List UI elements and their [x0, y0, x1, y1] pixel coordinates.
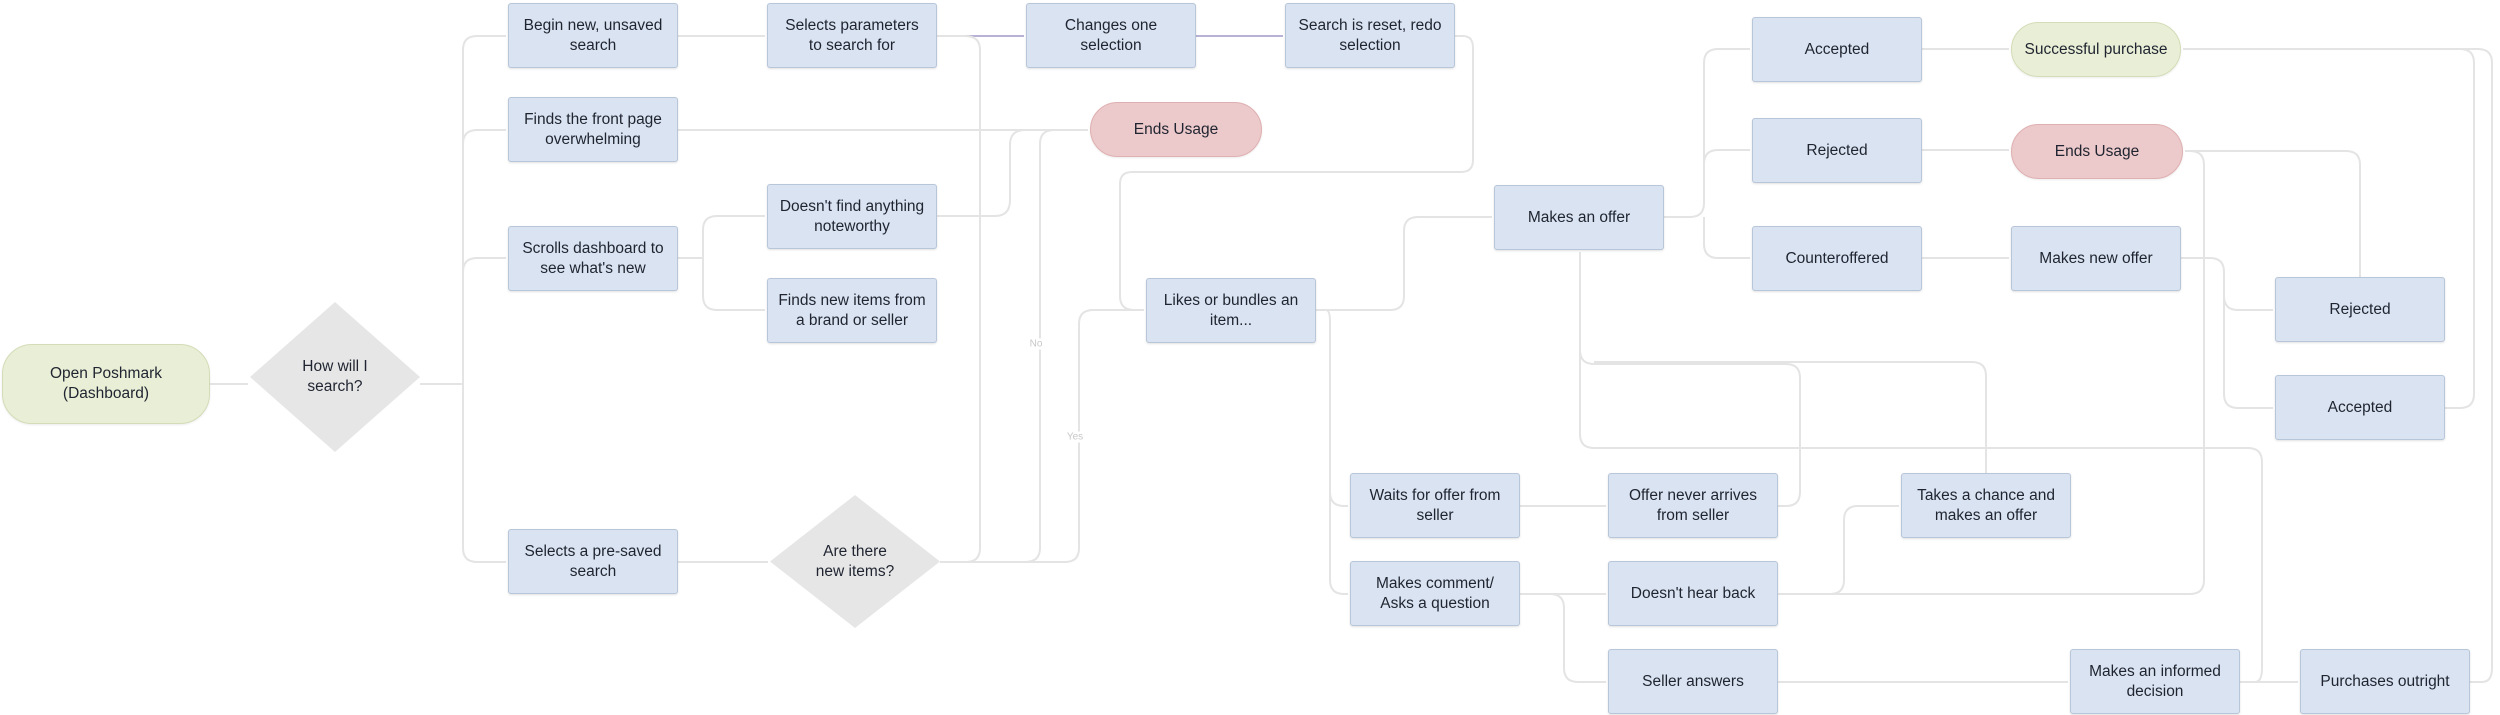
node-finds-front-page-overwhelming: Finds the front page overwhelming	[508, 97, 678, 162]
connector-4	[462, 257, 506, 384]
connector-19	[1316, 309, 1348, 507]
connector-14	[940, 129, 1088, 563]
node-likes-or-bundles: Likes or bundles an item...	[1146, 278, 1316, 343]
node-offer-accepted: Accepted	[1752, 17, 1922, 82]
connector-28	[2223, 296, 2273, 409]
terminal-ends-usage: Ends Usage	[1090, 102, 1262, 157]
connector-32	[1579, 252, 1801, 507]
connector-40	[1579, 252, 2263, 683]
connector-5	[462, 384, 506, 563]
node-makes-informed-decision: Makes an informed decision	[2070, 649, 2240, 714]
node-makes-new-offer: Makes new offer	[2011, 226, 2181, 291]
node-seller-answers: Seller answers	[1608, 649, 1778, 714]
connector-20	[1329, 492, 1348, 595]
node-doesnt-find-noteworthy: Doesn't find anything noteworthy	[767, 184, 937, 249]
terminal-successful-purchase: Successful purchase	[2011, 22, 2181, 77]
connector-11	[702, 258, 765, 311]
node-offer-rejected: Rejected	[1752, 118, 1922, 183]
node-offer-never-arrives: Offer never arrives from seller	[1608, 473, 1778, 538]
node-selects-parameters: Selects parameters to search for	[767, 3, 937, 68]
connector-34	[1520, 593, 1606, 683]
connector-30	[2183, 48, 2475, 409]
connector-29	[2185, 150, 2361, 277]
edge-label-no: No	[1028, 338, 1044, 350]
node-takes-a-chance: Takes a chance and makes an offer	[1901, 473, 2071, 538]
connector-22	[1703, 149, 1750, 203]
decision-how-will-i-search: How will I search?	[250, 302, 420, 452]
connector-12	[937, 129, 1088, 217]
connector-17	[1119, 35, 1474, 311]
node-begin-new-search: Begin new, unsaved search	[508, 3, 678, 68]
node-doesnt-hear-back: Doesn't hear back	[1608, 561, 1778, 626]
connector-10	[678, 215, 765, 259]
node-changes-one-selection: Changes one selection	[1026, 3, 1196, 68]
node-selects-presaved-search: Selects a pre-saved search	[508, 529, 678, 594]
connector-16	[937, 35, 981, 563]
decision-are-there-new-items-label: Are there new items?	[815, 542, 895, 580]
node-new-offer-rejected: Rejected	[2275, 277, 2445, 342]
connector-41	[2460, 48, 2493, 683]
decision-how-will-i-search-label: How will I search?	[302, 358, 368, 395]
connector-35	[1778, 505, 1899, 595]
connector-18	[1316, 216, 1492, 311]
decision-are-there-new-items: Are there new items?	[770, 495, 940, 628]
connector-3	[462, 129, 506, 384]
node-makes-an-offer: Makes an offer	[1494, 185, 1664, 250]
connector-27	[2181, 257, 2273, 311]
node-new-offer-accepted: Accepted	[2275, 375, 2445, 440]
edge-label-yes: Yes	[1065, 431, 1085, 443]
connector-23	[1703, 217, 1750, 259]
connector-37	[1594, 361, 1987, 473]
node-counteroffered: Counteroffered	[1752, 226, 1922, 291]
node-purchases-outright: Purchases outright	[2300, 649, 2470, 714]
node-finds-new-items: Finds new items from a brand or seller	[767, 278, 937, 343]
node-scrolls-dashboard: Scrolls dashboard to see what's new	[508, 226, 678, 291]
node-open-poshmark: Open Poshmark (Dashboard)	[2, 344, 210, 424]
connector-2	[420, 35, 506, 385]
node-makes-comment: Makes comment/ Asks a question	[1350, 561, 1520, 626]
connector-36	[1778, 150, 2205, 595]
terminal-ends-usage-2: Ends Usage	[2011, 124, 2183, 179]
node-search-reset: Search is reset, redo selection	[1285, 3, 1455, 68]
connector-21	[1664, 48, 1750, 218]
node-waits-for-offer: Waits for offer from seller	[1350, 473, 1520, 538]
